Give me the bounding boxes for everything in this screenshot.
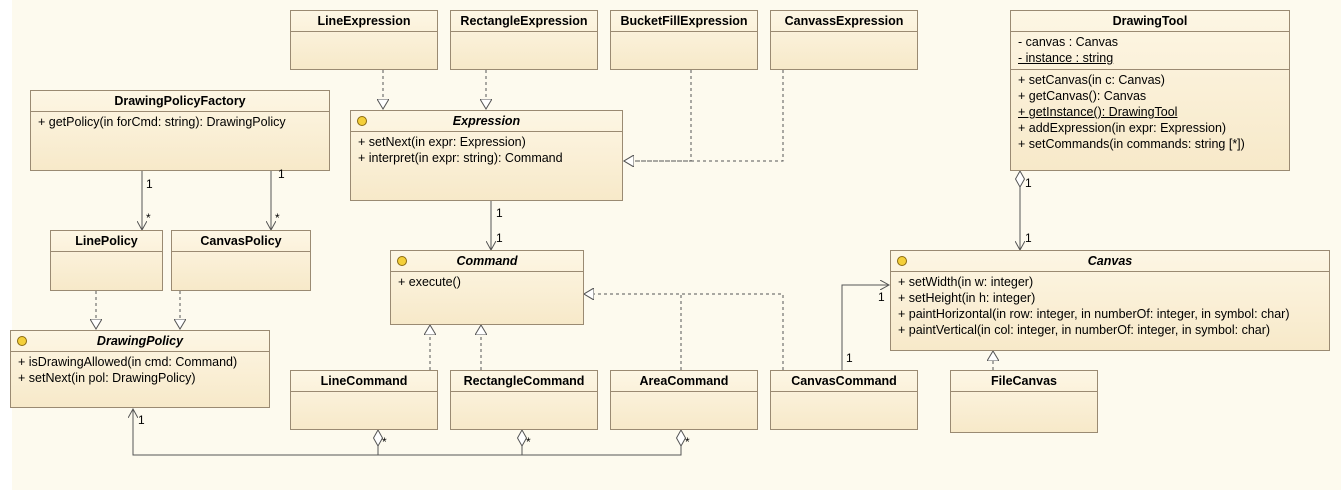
attributes-section: - canvas : Canvas - instance : string [1011,32,1289,70]
multiplicity-label: 1 [496,206,503,220]
class-canvassexpression[interactable]: CanvassExpression [770,10,918,70]
operation: + setNext(in pol: DrawingPolicy) [18,371,196,385]
operations-section: + execute() [391,272,583,300]
class-name: CanvasCommand [771,371,917,392]
class-name: AreaCommand [611,371,757,392]
class-name: DrawingTool [1011,11,1289,32]
class-header: Command [391,251,583,272]
multiplicity-label: * [146,211,151,225]
class-name: FileCanvas [951,371,1097,392]
operation: + setCommands(in commands: string [*]) [1018,137,1245,151]
multiplicity-label: 1 [138,413,145,427]
class-header: DrawingPolicy [11,331,269,352]
class-name: RectangleExpression [451,11,597,32]
multiplicity-label: * [382,435,387,449]
operation: + setCanvas(in c: Canvas) [1018,73,1165,87]
multiplicity-label: * [526,435,531,449]
multiplicity-label: * [685,435,690,449]
interface-canvas[interactable]: Canvas + setWidth(in w: integer) + setHe… [890,250,1330,351]
operations-section: + setNext(in expr: Expression) + interpr… [351,132,622,174]
operation: + interpret(in expr: string): Command [358,151,563,165]
operation: + setWidth(in w: integer) [898,275,1034,289]
interface-icon [897,256,907,266]
class-name: Canvas [1087,254,1133,268]
class-header: Canvas [891,251,1329,272]
attribute: - canvas : Canvas [1018,35,1119,49]
operations-section: + getPolicy(in forCmd: string): DrawingP… [31,112,329,139]
multiplicity-label: 1 [146,177,153,191]
class-name: CanvasPolicy [172,231,310,252]
operation: + isDrawingAllowed(in cmd: Command) [18,355,238,369]
operations-section: + isDrawingAllowed(in cmd: Command) + se… [11,352,269,394]
operation: + execute() [398,275,461,289]
class-name: CanvassExpression [771,11,917,32]
multiplicity-label: 1 [496,231,503,245]
class-drawingpolicyfactory[interactable]: DrawingPolicyFactory + getPolicy(in forC… [30,90,330,171]
interface-expression[interactable]: Expression + setNext(in expr: Expression… [350,110,623,201]
multiplicity-label: * [275,211,280,225]
class-name: LinePolicy [51,231,162,252]
class-name: BucketFillExpression [611,11,757,32]
class-name: DrawingPolicyFactory [31,91,329,112]
class-rectanglecommand[interactable]: RectangleCommand [450,370,598,430]
operation: + setHeight(in h: integer) [898,291,1036,305]
class-areacommand[interactable]: AreaCommand [610,370,758,430]
multiplicity-label: 1 [278,167,285,181]
attribute: - instance : string [1018,51,1114,65]
multiplicity-label: 1 [846,351,853,365]
operation: + getPolicy(in forCmd: string): DrawingP… [38,115,286,129]
class-canvaspolicy[interactable]: CanvasPolicy [171,230,311,291]
interface-icon [357,116,367,126]
operation: + addExpression(in expr: Expression) [1018,121,1227,135]
class-name: Command [456,254,518,268]
class-linecommand[interactable]: LineCommand [290,370,438,430]
class-filecanvas[interactable]: FileCanvas [950,370,1098,433]
class-linepolicy[interactable]: LinePolicy [50,230,163,291]
operations-section: + setWidth(in w: integer) + setHeight(in… [891,272,1329,341]
class-rectangleexpression[interactable]: RectangleExpression [450,10,598,70]
multiplicity-label: 1 [878,290,885,304]
operation: + paintVertical(in col: integer, in numb… [898,323,1271,337]
class-bucketfillexpression[interactable]: BucketFillExpression [610,10,758,70]
operation: + getInstance(): DrawingTool [1018,105,1178,119]
class-name: Expression [452,114,521,128]
class-name: LineExpression [291,11,437,32]
operation: + getCanvas(): Canvas [1018,89,1147,103]
operations-section: + setCanvas(in c: Canvas) + getCanvas():… [1011,70,1289,155]
interface-drawingpolicy[interactable]: DrawingPolicy + isDrawingAllowed(in cmd:… [10,330,270,408]
multiplicity-label: 1 [1025,231,1032,245]
class-canvascommand[interactable]: CanvasCommand [770,370,918,430]
class-name: RectangleCommand [451,371,597,392]
class-name: LineCommand [291,371,437,392]
multiplicity-label: 1 [1025,176,1032,190]
interface-icon [17,336,27,346]
class-name: DrawingPolicy [96,334,184,348]
interface-icon [397,256,407,266]
operation: + setNext(in expr: Expression) [358,135,526,149]
operation: + paintHorizontal(in row: integer, in nu… [898,307,1290,321]
class-header: Expression [351,111,622,132]
class-drawingtool[interactable]: DrawingTool - canvas : Canvas - instance… [1010,10,1290,171]
interface-command[interactable]: Command + execute() [390,250,584,325]
class-lineexpression[interactable]: LineExpression [290,10,438,70]
